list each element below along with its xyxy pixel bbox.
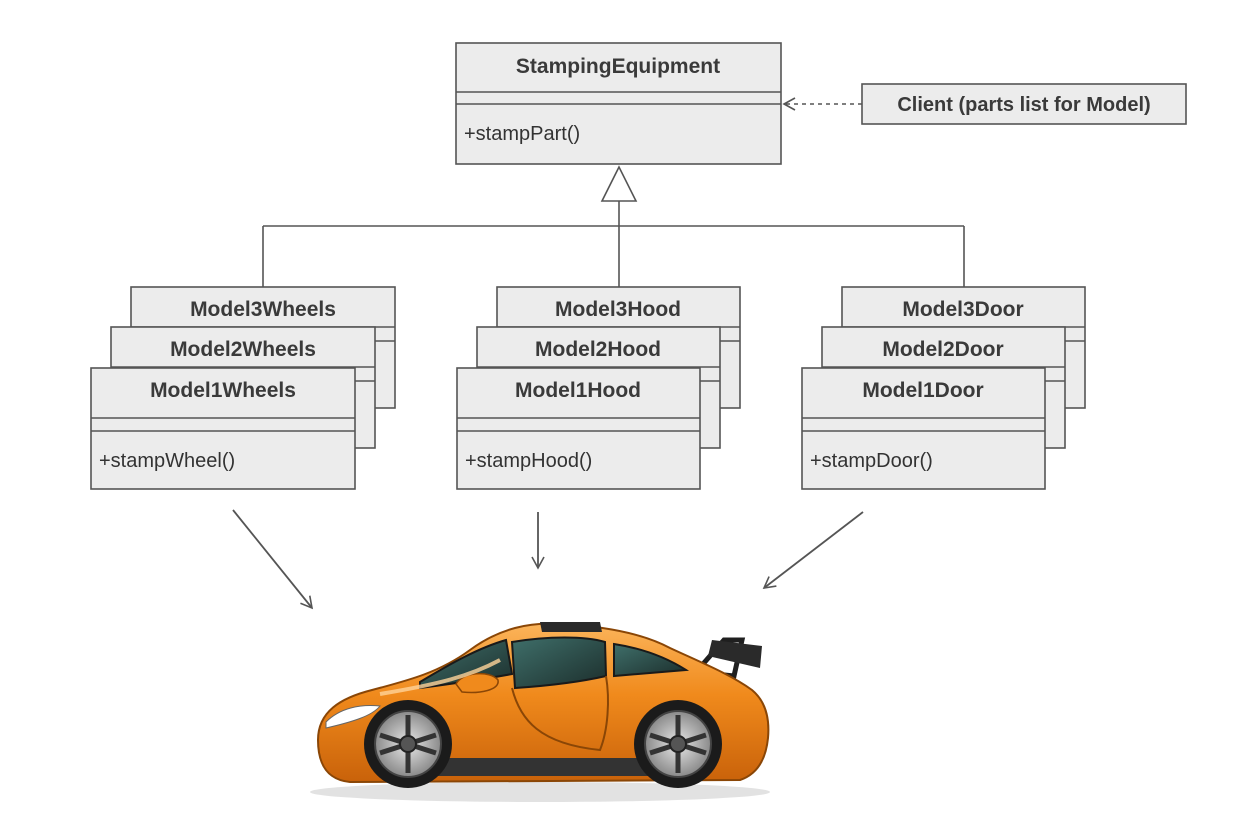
model1-hood-class: Model1Hood +stampHood() [456, 367, 701, 490]
body-highlight [379, 658, 501, 696]
model1-wheels-class: Model1Wheels +stampWheel() [90, 367, 356, 490]
class-box [801, 367, 1046, 490]
hood-class-stack: Model3Hood Model2Hood Model1Hood +stampH… [456, 286, 741, 490]
class-method: +stampPart() [464, 123, 580, 145]
door-line [511, 675, 609, 752]
roof-vent [540, 622, 602, 632]
class-method: +stampDoor() [810, 450, 933, 472]
class-name: Model2Door [882, 338, 1003, 361]
stamping-equipment-class: StampingEquipment +stampPart() [455, 42, 782, 165]
class-method: +stampHood() [465, 450, 592, 472]
door-to-car-arrow [762, 511, 864, 590]
car-illustration [310, 622, 770, 802]
client-box: Client (parts list for Model) [861, 83, 1187, 125]
class-name: Model1Hood [515, 379, 641, 402]
inheritance-connectors [262, 165, 965, 287]
front-wheel [364, 700, 452, 788]
inheritance-triangle [600, 165, 638, 202]
class-name: Model3Hood [555, 298, 681, 321]
class-name: Model3Wheels [190, 298, 336, 321]
client-rect [861, 83, 1187, 125]
headlight [325, 705, 381, 729]
class-name: StampingEquipment [516, 55, 720, 78]
rear-window [613, 642, 690, 678]
class-box [456, 367, 701, 490]
door-class-stack: Model3Door Model2Door Model1Door +stampD… [801, 286, 1086, 490]
class-box [90, 367, 356, 490]
wheels-to-car-arrow [232, 509, 314, 610]
car-shadow [310, 782, 770, 802]
rear-wheel [634, 700, 722, 788]
class-name: Model3Door [902, 298, 1023, 321]
wheels-class-stack: Model3Wheels Model2Wheels Model1Wheels +… [90, 286, 396, 490]
product-arrows [232, 509, 864, 610]
side-skirt [420, 758, 680, 776]
class-name: Model2Wheels [170, 338, 316, 361]
client-label: Client (parts list for Model) [897, 94, 1150, 116]
class-name: Model1Wheels [150, 379, 296, 402]
model1-door-class: Model1Door +stampDoor() [801, 367, 1046, 490]
class-method: +stampWheel() [99, 450, 235, 472]
class-name: Model1Door [862, 379, 983, 402]
class-name: Model2Hood [535, 338, 661, 361]
